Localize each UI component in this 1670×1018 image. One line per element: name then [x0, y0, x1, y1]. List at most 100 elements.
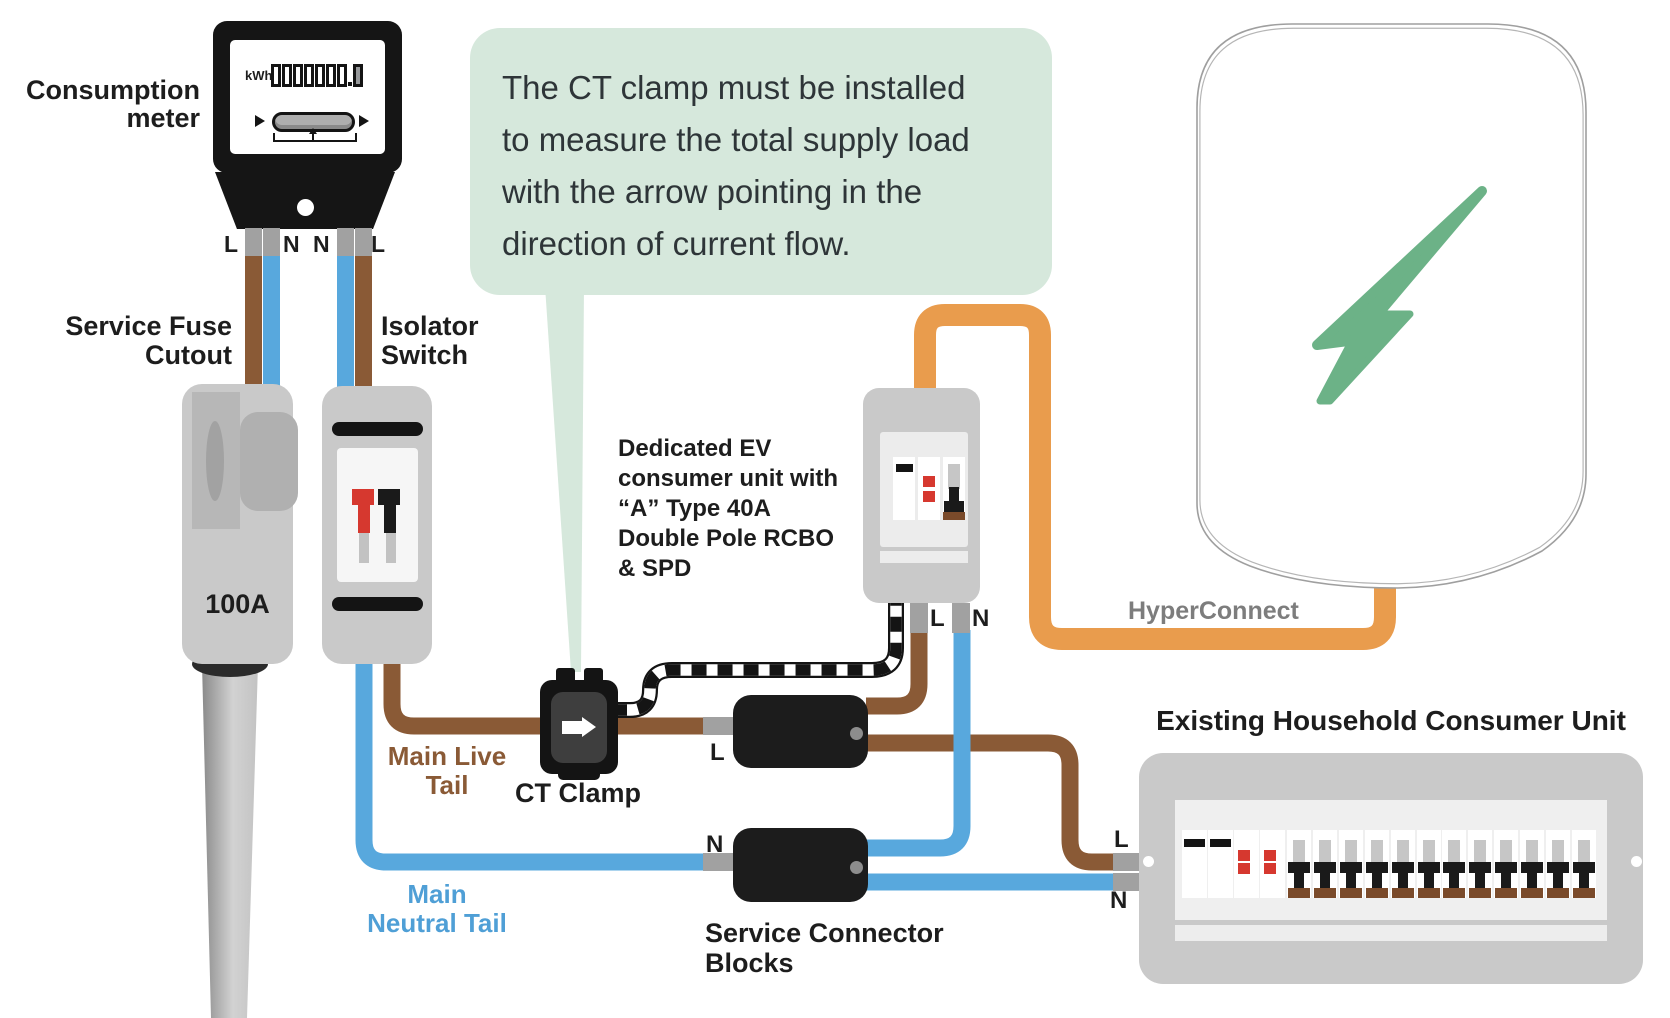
mcb-foot [1495, 888, 1518, 898]
fuse-carrier-oval [206, 421, 224, 501]
mcb-foot [1313, 888, 1336, 898]
disc-arrow-left-icon [255, 115, 265, 127]
mcb-foot [1521, 888, 1544, 898]
ev-terminal-cap-n [952, 603, 970, 633]
isolator-toggle-tail [359, 533, 369, 563]
fuse-knob [240, 412, 298, 511]
ev-rcbo-foot [943, 512, 965, 520]
household-mcb [1546, 830, 1571, 898]
ev-main-switch-bar [896, 464, 913, 472]
callout-line: The CT clamp must be installed [502, 69, 966, 106]
callout-tail [545, 286, 584, 672]
current-direction-arrow-icon [562, 721, 582, 734]
mcb-bar [1443, 862, 1466, 873]
neutral-block-label: N [706, 831, 724, 858]
ev-charger-inner-line [1199, 27, 1584, 585]
main-live-tail-wire [383, 656, 706, 735]
household-terminal-cap-l [1113, 853, 1140, 871]
mcb-foot [1288, 888, 1310, 898]
hyperconnect-cable [914, 304, 1396, 650]
ev-unit-strip [880, 551, 968, 563]
household-terminal-label-n: N [1110, 887, 1128, 914]
mcb-stem [1371, 873, 1382, 890]
isolator-toggle-tail [386, 533, 396, 563]
mcb-foot [1365, 888, 1388, 898]
neutral-connector-block-dot [850, 861, 863, 874]
mcb-stem [1475, 873, 1486, 890]
lightning-bolt-icon [1312, 186, 1487, 405]
ev-terminal-label-l: L [930, 605, 945, 632]
meter-unit-label: kWh [245, 68, 273, 83]
mcb-stub [1422, 840, 1435, 866]
isolator-red-toggle [352, 489, 374, 505]
neutral-block-input-cap [703, 853, 733, 871]
register-digit-cell [271, 64, 281, 87]
disc-pointer-stem [312, 133, 314, 140]
meter-terminal-cap [245, 228, 262, 256]
household-mcb [1390, 830, 1415, 898]
household-mcb [1520, 830, 1545, 898]
ev-rcd-module [918, 457, 940, 520]
isolator-red-toggle-stem [358, 505, 370, 533]
mcb-stem [1397, 873, 1408, 890]
household-mcb [1468, 830, 1493, 898]
neutral-wires [263, 252, 1120, 891]
ev-main-switch-module [893, 457, 915, 520]
household-mcb [1287, 830, 1311, 898]
meter-terminal-cap [263, 228, 280, 256]
household-main-switch-bar [1184, 839, 1205, 847]
household-breaker-row [1287, 830, 1596, 898]
ev-rcd-indicator [923, 476, 935, 487]
household-rcd-indicator [1238, 850, 1250, 861]
household-rcd-indicator [1264, 863, 1276, 874]
household-mcb [1338, 830, 1363, 898]
hyperconnect-label: HyperConnect [1128, 597, 1299, 625]
register-digit-cell [282, 64, 292, 87]
mcb-bar [1391, 862, 1414, 873]
mcb-bar [1288, 862, 1310, 873]
ev-terminal-label-n: N [972, 605, 990, 632]
mcb-stub [1370, 840, 1383, 866]
ev-terminal-cap-l [910, 603, 928, 633]
mcb-bar [1339, 862, 1362, 873]
household-terminal-label-l: L [1114, 826, 1129, 853]
callout-line: with the arrow pointing in the [502, 173, 923, 210]
mcb-foot [1572, 888, 1595, 898]
mcb-stem [1501, 873, 1512, 890]
callout-line: to measure the total supply load [502, 121, 970, 158]
ct-sensor-lead [612, 600, 904, 718]
mcb-stub [1500, 840, 1513, 866]
household-rcd-indicator [1238, 863, 1250, 874]
household-mcb [1442, 830, 1467, 898]
household-strip [1175, 925, 1607, 941]
mcb-bar [1521, 862, 1544, 873]
live-block-label: L [710, 739, 725, 766]
mcb-stub [1552, 840, 1565, 866]
callout-line: direction of current flow. [502, 225, 851, 262]
live-block-input-cap [703, 717, 733, 735]
ev-live-wire [866, 630, 928, 715]
mcb-bar [1547, 862, 1570, 873]
meter-terminal-label: N [283, 231, 300, 257]
mcb-stub [1474, 840, 1487, 866]
household-mcb [1494, 830, 1519, 898]
register-digit-cell [337, 64, 347, 87]
mcb-stub [1318, 840, 1331, 866]
current-direction-arrow-head [582, 717, 596, 737]
register-decimal-dot [348, 82, 352, 86]
ev-neutral-wire [866, 630, 971, 857]
meter-terminal-label: L [371, 231, 386, 257]
neutral-connector-block [733, 828, 868, 902]
mcb-stub [1526, 840, 1539, 866]
mcb-foot [1417, 888, 1440, 898]
ev-rcbo-toggle-stem [949, 487, 959, 503]
mcb-stem [1449, 873, 1460, 890]
isolator-bottom-bar [332, 597, 423, 611]
household-screw [1631, 856, 1642, 867]
callout-bubble: The CT clamp must be installed to measur… [470, 28, 1052, 295]
meter-terminal-label: N [313, 231, 330, 257]
